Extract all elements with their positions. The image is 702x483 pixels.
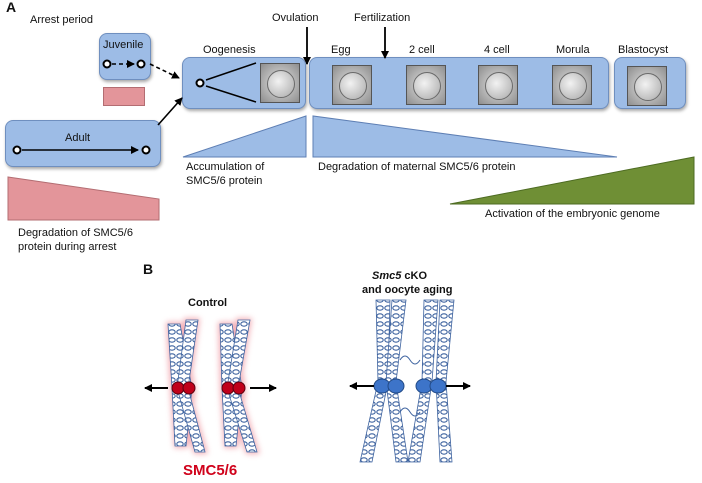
stage-label-egg: Egg — [331, 44, 351, 56]
juvenile-pink-bar — [103, 87, 145, 106]
activation-label: Activation of the embryonic genome — [485, 208, 660, 220]
juvenile-to-oogenesis-arrow — [149, 63, 180, 79]
panel-a-label: A — [6, 0, 17, 15]
control-chromosome-pair — [166, 318, 260, 454]
degradation-arrest-line2: protein during arrest — [18, 241, 117, 253]
smc56-label: SMC5/6 — [183, 462, 238, 479]
juvenile-timeline — [102, 59, 146, 69]
stage-label-morula: Morula — [556, 44, 590, 56]
adult-box — [5, 120, 161, 167]
blastocyst-image — [627, 66, 667, 106]
panel-b-label: B — [143, 261, 154, 277]
adult-timeline — [12, 145, 151, 155]
cko-label-line1: Smc5 cKO — [372, 270, 427, 283]
arrest-period-label: Arrest period — [30, 14, 93, 26]
adult-label: Adult — [65, 132, 91, 144]
maternal-degradation-wedge — [312, 115, 618, 158]
cko-chromosome-pair — [359, 299, 455, 463]
smc5-gene-name: Smc5 — [372, 270, 402, 282]
degradation-maternal-label: Degradation of maternal SMC5/6 protein — [318, 161, 516, 173]
accumulation-label-line2: SMC5/6 protein — [186, 175, 263, 187]
adult-to-oogenesis-arrow — [157, 97, 183, 126]
four-cell-image — [478, 65, 518, 105]
arrest-degradation-wedge — [7, 176, 160, 221]
oocyte-image — [260, 63, 300, 103]
cko-label-line2: and oocyte aging — [362, 284, 453, 296]
accumulation-wedge — [182, 115, 307, 158]
cko-suffix: cKO — [401, 270, 428, 282]
juvenile-label: Juvenile — [103, 39, 144, 51]
stage-label-2-cell: 2 cell — [409, 44, 435, 56]
morula-image — [552, 65, 592, 105]
stage-label-blastocyst: Blastocyst — [618, 44, 669, 56]
juvenile-box — [99, 33, 151, 80]
stage-label-4-cell: 4 cell — [484, 44, 510, 56]
control-label: Control — [188, 297, 228, 309]
activation-wedge — [449, 156, 695, 205]
accumulation-label-line1: Accumulation of — [186, 161, 265, 173]
ovulation-label: Ovulation — [272, 12, 319, 24]
oogenesis-label: Oogenesis — [203, 44, 256, 56]
egg-image — [332, 65, 372, 105]
two-cell-image — [406, 65, 446, 105]
fertilization-label: Fertilization — [354, 12, 411, 24]
oogenesis-branches — [195, 62, 257, 103]
degradation-arrest-line1: Degradation of SMC5/6 — [18, 227, 133, 239]
